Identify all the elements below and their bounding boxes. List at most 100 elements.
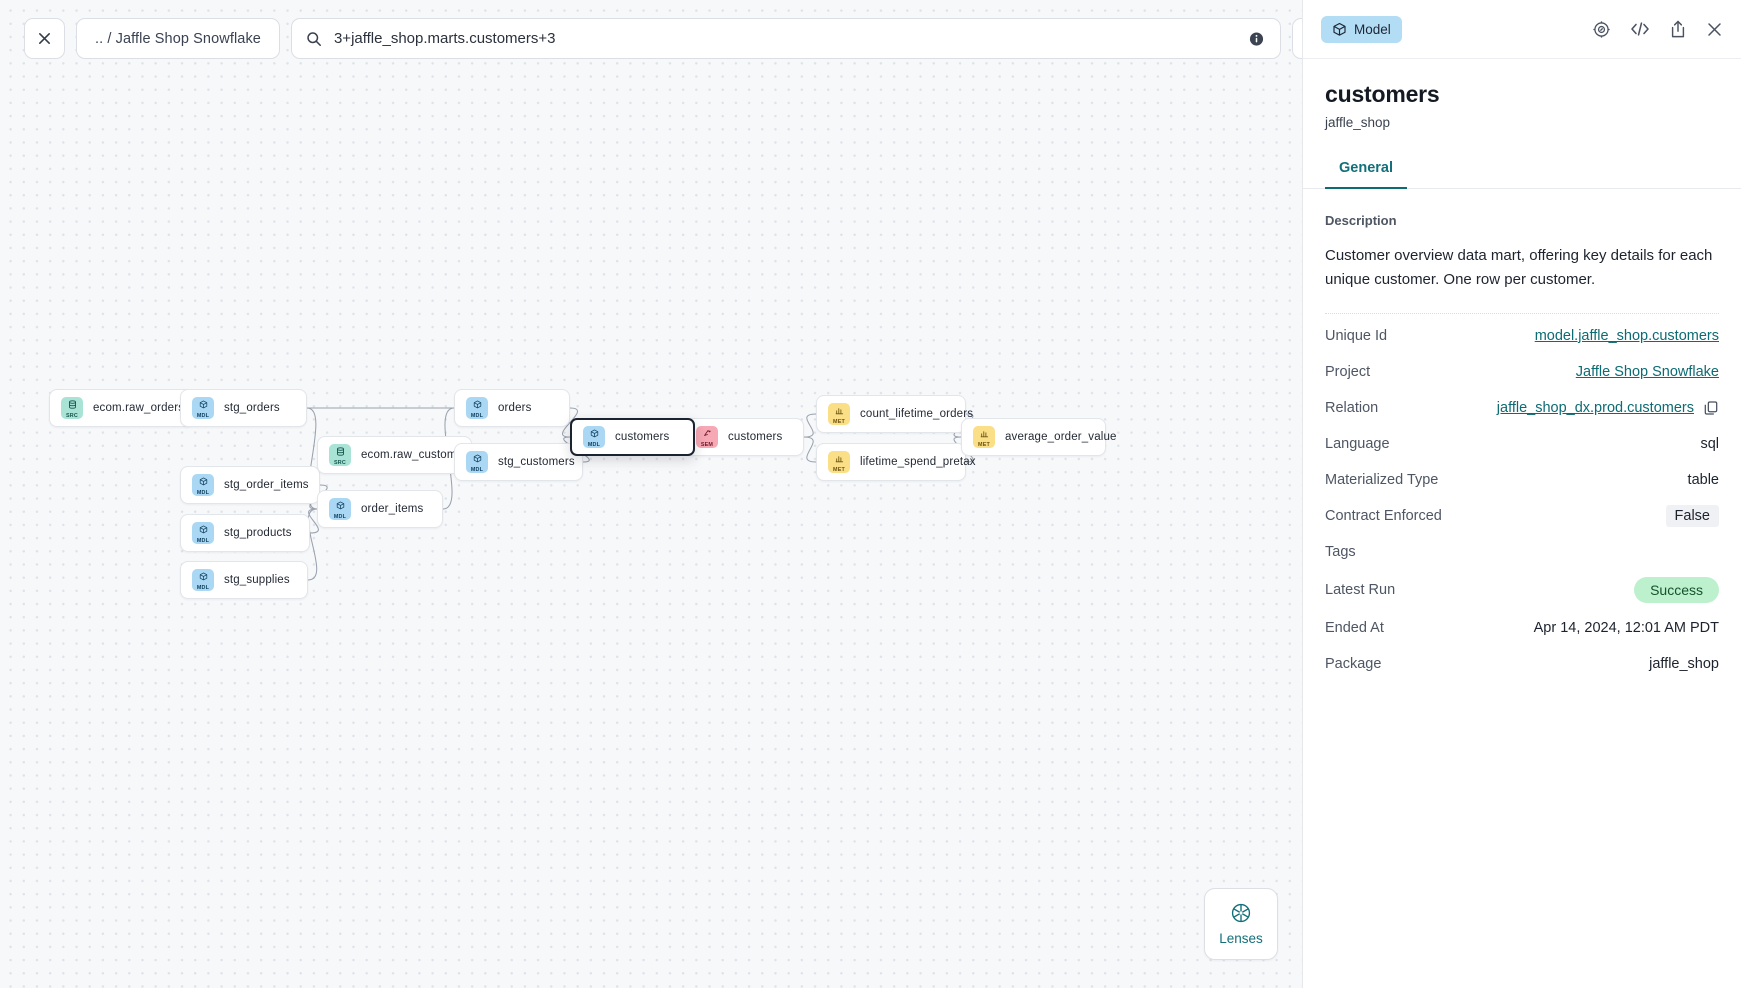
detail-row-key: Tags (1325, 543, 1356, 560)
page-title: customers (1325, 81, 1440, 107)
lineage-edge (803, 436, 817, 463)
detail-row-key: Ended At (1325, 619, 1384, 636)
lineage-node-stg_orders[interactable]: MDL stg_orders (180, 389, 307, 427)
detail-row-key: Contract Enforced (1325, 507, 1442, 524)
close-icon[interactable] (1706, 21, 1723, 38)
lineage-node-stg_order_items[interactable]: MDL stg_order_items (180, 466, 320, 504)
mdl-node-icon: MDL (192, 569, 214, 591)
lineage-node-label: count_lifetime_orders (860, 408, 974, 420)
mdl-node-icon: MDL (192, 474, 214, 496)
detail-row-value-wrap: Success (1634, 576, 1719, 603)
detail-row-key: Unique Id (1325, 327, 1388, 344)
breadcrumb-label: .. / Jaffle Shop Snowflake (95, 30, 261, 47)
detail-row-value-wrap: jaffle_shop_dx.prod.customers (1497, 400, 1719, 416)
share-icon[interactable] (1669, 20, 1687, 39)
status-badge: False (1665, 504, 1719, 527)
detail-row-value-wrap: sql (1700, 436, 1719, 452)
lineage-node-label: customers (728, 431, 783, 443)
lineage-node-label: average_order_value (1005, 431, 1117, 443)
explore-icon[interactable] (1592, 20, 1611, 39)
panel-body: Description Customer overview data mart,… (1303, 189, 1741, 988)
detail-row-key: Package (1325, 655, 1382, 672)
detail-row-value: table (1687, 471, 1719, 488)
detail-row: Contract Enforced False (1325, 498, 1719, 534)
tab-general[interactable]: General (1325, 160, 1407, 189)
lineage-canvas[interactable]: .. / Jaffle Shop Snowflake 3+jaffle_shop… (0, 0, 1302, 988)
lineage-node-label: stg_supplies (224, 574, 290, 586)
breadcrumb[interactable]: .. / Jaffle Shop Snowflake (76, 18, 280, 59)
cube-icon (1332, 22, 1347, 37)
lineage-node-label: lifetime_spend_pretax (860, 456, 976, 468)
reload-button[interactable] (1291, 18, 1302, 59)
detail-row-value-wrap: table (1688, 472, 1719, 488)
panel-actions (1592, 20, 1723, 39)
aperture-icon (1230, 902, 1252, 924)
panel-tabs: General (1303, 160, 1741, 189)
detail-row-value: jaffle_shop (1649, 655, 1719, 672)
info-icon[interactable] (1249, 31, 1264, 46)
detail-row: Project Jaffle Shop Snowflake (1325, 354, 1719, 390)
panel-title-block: customers jaffle_shop (1303, 59, 1741, 130)
detail-row-link[interactable]: jaffle_shop_dx.prod.customers (1496, 399, 1694, 416)
src-node-icon: SRC (61, 397, 83, 419)
met-node-icon: MET (973, 426, 995, 448)
code-icon[interactable] (1630, 20, 1650, 38)
mdl-node-icon: MDL (192, 397, 214, 419)
detail-row-value: Apr 14, 2024, 12:01 AM PDT (1533, 619, 1719, 636)
lineage-node-label: stg_products (224, 527, 292, 539)
close-icon (37, 31, 52, 46)
detail-row: Latest Run Success (1325, 570, 1719, 610)
detail-row: Relation jaffle_shop_dx.prod.customers (1325, 390, 1719, 426)
panel-header: Model (1303, 0, 1741, 59)
detail-row: Ended At Apr 14, 2024, 12:01 AM PDT (1325, 610, 1719, 646)
lineage-node-order_items[interactable]: MDL order_items (317, 490, 443, 528)
lineage-node-orders[interactable]: MDL orders (454, 389, 570, 427)
lineage-node-label: stg_order_items (224, 479, 309, 491)
detail-row: Package jaffle_shop (1325, 646, 1719, 682)
lenses-button[interactable]: Lenses (1204, 888, 1278, 960)
description-text: Customer overview data mart, offering ke… (1325, 247, 1713, 289)
search-input[interactable]: 3+jaffle_shop.marts.customers+3 (290, 18, 1281, 59)
lenses-label: Lenses (1219, 931, 1263, 946)
lineage-node-label: orders (498, 402, 532, 414)
detail-row-value-wrap: jaffle_shop (1649, 656, 1719, 672)
detail-row-link[interactable]: Jaffle Shop Snowflake (1575, 363, 1719, 380)
detail-row-value-wrap: model.jaffle_shop.customers (1535, 328, 1719, 344)
src-node-icon: SRC (329, 444, 351, 466)
lineage-node-label: order_items (361, 503, 424, 515)
lineage-node-label: ecom.raw_orders (93, 402, 185, 414)
detail-row-key: Latest Run (1325, 581, 1396, 598)
lineage-node-label: stg_orders (224, 402, 280, 414)
page-subtitle: jaffle_shop (1325, 115, 1391, 130)
met-node-icon: MET (828, 403, 850, 425)
lineage-node-stg_supplies[interactable]: MDL stg_supplies (180, 561, 308, 599)
detail-row-value: sql (1700, 435, 1719, 452)
lineage-node-average_order_value[interactable]: MET average_order_value (961, 418, 1116, 456)
detail-row-key: Relation (1325, 399, 1379, 416)
mdl-node-icon: MDL (466, 451, 488, 473)
close-lineage-button[interactable] (24, 18, 65, 59)
lineage-edge (803, 413, 817, 438)
search-value: 3+jaffle_shop.marts.customers+3 (333, 30, 556, 47)
detail-row-value-wrap: Jaffle Shop Snowflake (1576, 364, 1719, 380)
node-type-badge[interactable]: Model (1321, 15, 1402, 43)
mdl-node-icon: MDL (466, 397, 488, 419)
copy-icon[interactable] (1703, 400, 1719, 416)
detail-row-link[interactable]: model.jaffle_shop.customers (1534, 327, 1719, 344)
lineage-node-ecom_raw_orders[interactable]: SRC ecom.raw_orders (49, 389, 194, 427)
detail-row-key: Project (1325, 363, 1371, 380)
lineage-node-count_lifetime_orders[interactable]: MET count_lifetime_orders (816, 395, 973, 433)
detail-row: Tags (1325, 534, 1719, 570)
mdl-node-icon: MDL (329, 498, 351, 520)
status-badge: Success (1634, 576, 1719, 603)
